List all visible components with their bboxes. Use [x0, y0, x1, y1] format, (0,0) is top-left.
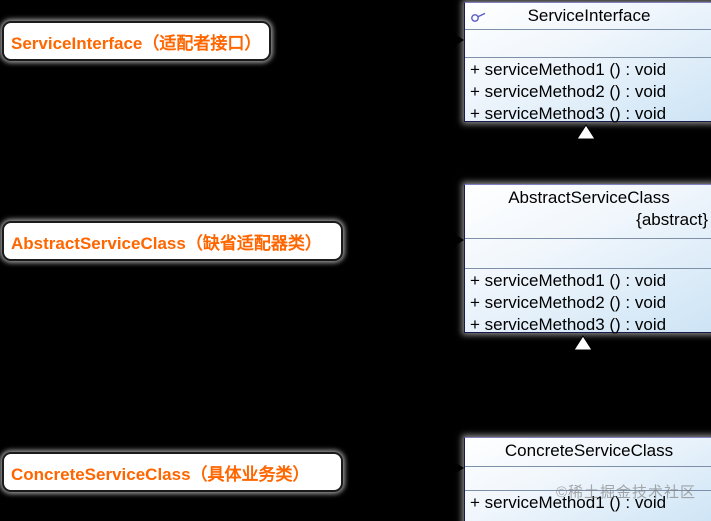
label-abstract-service-class: AbstractServiceClass（缺省适配器类） [2, 221, 343, 261]
label-service-interface-text: ServiceInterface（适配者接口） [11, 33, 262, 53]
attributes-compartment [465, 29, 711, 57]
abstract-tag: {abstract} [636, 210, 708, 229]
method-row: + serviceMethod1 () : void [470, 271, 667, 290]
class-name: ConcreteServiceClass [504, 441, 674, 460]
label-service-interface: ServiceInterface（适配者接口） [2, 21, 271, 61]
class-box-abstract-service-class: AbstractServiceClass {abstract} + servic… [464, 184, 711, 336]
label-pointer-arrow-icon [453, 33, 464, 47]
class-title-compartment: AbstractServiceClass {abstract} [465, 185, 711, 238]
methods-compartment: + serviceMethod1 () : void + serviceMeth… [465, 57, 711, 125]
label-abstract-service-class-text: AbstractServiceClass（缺省适配器类） [11, 233, 322, 253]
method-row: + serviceMethod2 () : void [470, 82, 667, 101]
label-concrete-service-class-text: ConcreteServiceClass（具体业务类） [11, 464, 310, 484]
class-title-compartment: ConcreteServiceClass [465, 438, 711, 466]
method-row: + serviceMethod3 () : void [470, 104, 667, 123]
method-row: + serviceMethod2 () : void [470, 293, 667, 312]
attributes-compartment [465, 466, 711, 490]
methods-compartment: + serviceMethod1 () : void [465, 490, 711, 514]
watermark-text: ©稀土掘金技术社区 [556, 484, 697, 501]
class-box-service-interface: ServiceInterface + serviceMethod1 () : v… [464, 2, 711, 125]
generalization-triangle-icon [573, 335, 593, 356]
class-box-concrete-service-class: ConcreteServiceClass + serviceMethod1 ()… [464, 437, 711, 521]
label-pointer-arrow-icon [453, 233, 464, 247]
class-name: ServiceInterface [527, 6, 651, 25]
method-row: + serviceMethod3 () : void [470, 315, 667, 334]
class-name: AbstractServiceClass [508, 188, 670, 207]
label-pointer-arrow-icon [453, 461, 464, 475]
label-concrete-service-class: ConcreteServiceClass（具体业务类） [2, 452, 343, 492]
method-row: + serviceMethod1 () : void [470, 493, 667, 512]
class-title-compartment: ServiceInterface [465, 3, 711, 29]
generalization-triangle-icon [576, 124, 596, 145]
method-row: + serviceMethod1 () : void [470, 60, 667, 79]
attributes-compartment [465, 238, 711, 268]
methods-compartment: + serviceMethod1 () : void + serviceMeth… [465, 268, 711, 336]
interface-lollipop-icon [470, 7, 488, 28]
